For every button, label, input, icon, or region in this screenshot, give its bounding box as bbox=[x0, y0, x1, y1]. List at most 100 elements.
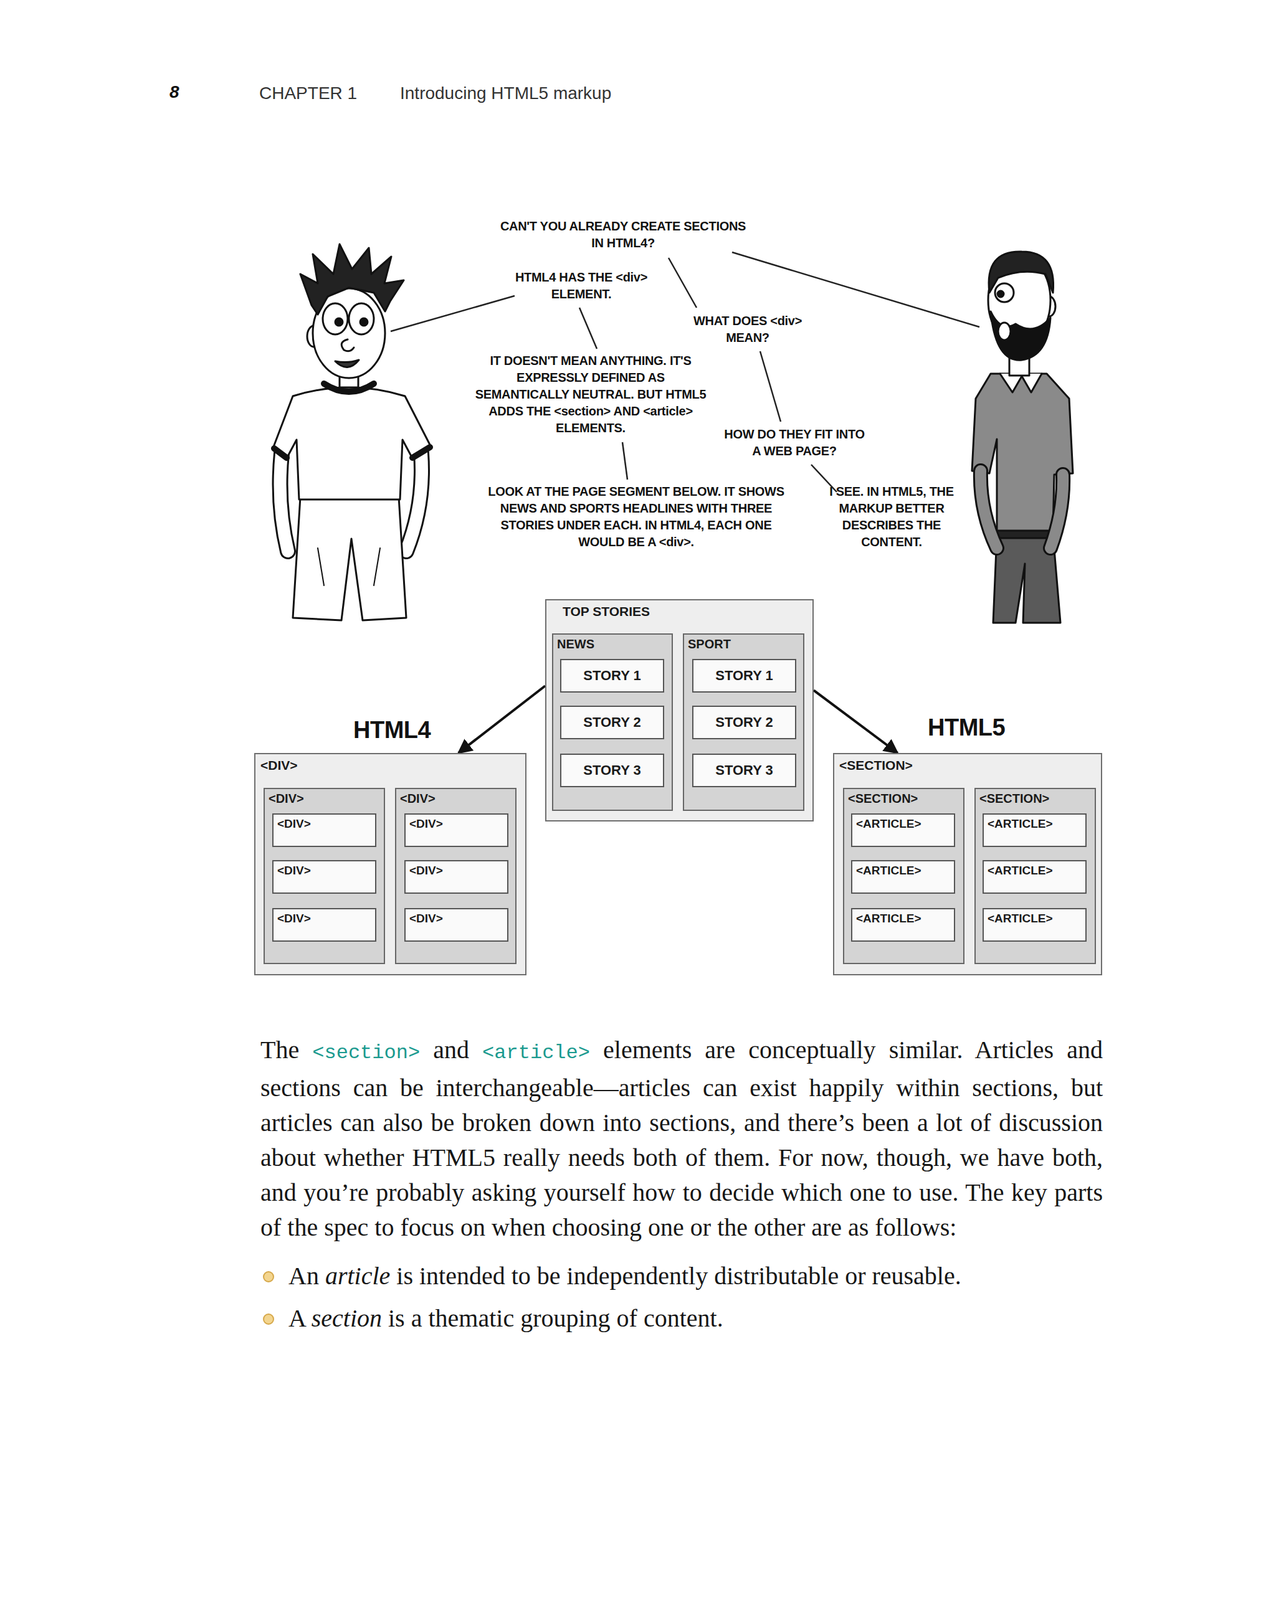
box-label: <ARTICLE> bbox=[987, 817, 1053, 832]
bullet-text: is a thematic grouping of content. bbox=[388, 1304, 724, 1333]
bullet-marker bbox=[261, 1270, 276, 1285]
box-label: STORY 1 bbox=[715, 667, 774, 684]
markup-heading: HTML4 bbox=[353, 717, 431, 745]
arm-fill bbox=[980, 471, 1063, 549]
mouth bbox=[335, 360, 359, 368]
box-label: SPORT bbox=[687, 637, 731, 652]
right-arm bbox=[406, 453, 422, 552]
story-box: STORY 3 bbox=[692, 753, 797, 788]
section-box: <SECTION> <ARTICLE> <ARTICLE> <ARTICLE> bbox=[842, 788, 965, 965]
section-box: SPORT STORY 1 STORY 2 STORY 3 bbox=[682, 633, 805, 812]
box-label: <ARTICLE> bbox=[856, 912, 922, 926]
container-box: HTML5<SECTION><SECTION><ARTICLE><ARTICLE… bbox=[833, 753, 1103, 976]
term-italic: section bbox=[311, 1304, 382, 1333]
leader-line bbox=[622, 442, 628, 480]
speech-text: I SEE. IN HTML5, THE MARKUP BETTER DESCR… bbox=[826, 483, 957, 551]
element-box: <DIV> bbox=[404, 813, 509, 848]
sleeve-cuff bbox=[274, 447, 430, 458]
bullet-dot bbox=[263, 1272, 274, 1283]
container-box: TOP STORIESNEWSSTORY 1STORY 2STORY 3SPOR… bbox=[545, 599, 814, 822]
element-box: <DIV> bbox=[272, 813, 377, 848]
eye bbox=[322, 303, 348, 335]
bullet-text: is intended to be independently distribu… bbox=[396, 1262, 961, 1291]
box-label: <SECTION> bbox=[847, 791, 918, 807]
element-box: <ARTICLE> bbox=[851, 813, 956, 848]
body-text: and bbox=[433, 1036, 470, 1065]
section-box: NEWSSTORY 1STORY 2STORY 3 bbox=[552, 633, 673, 812]
story-box: STORY 1 bbox=[692, 659, 797, 693]
body-text: elements are conceptually similar. Artic… bbox=[260, 1036, 1103, 1242]
leader-line bbox=[668, 257, 697, 308]
t-shirt bbox=[272, 387, 432, 500]
bullet-dot bbox=[263, 1314, 274, 1325]
box-label: <DIV> bbox=[277, 864, 311, 878]
element-box: <DIV> bbox=[404, 860, 509, 895]
speech-text: HOW DO THEY FIT INTO A WEB PAGE? bbox=[719, 426, 870, 460]
mouth bbox=[998, 322, 1011, 341]
section-box: <DIV> <DIV> <DIV> <DIV> bbox=[395, 788, 517, 965]
box-label: <ARTICLE> bbox=[856, 864, 922, 878]
code-term: <section> bbox=[312, 1041, 420, 1065]
pupil bbox=[997, 290, 1004, 298]
section-box: <DIV> <DIV> <DIV> <DIV> bbox=[263, 788, 386, 965]
arm bbox=[980, 471, 1063, 549]
bullet-text: A bbox=[288, 1304, 306, 1333]
code-term: <article> bbox=[482, 1041, 591, 1065]
speech-text: IT DOESN'T MEAN ANYTHING. IT'S EXPRESSLY… bbox=[472, 352, 710, 437]
element-box: <ARTICLE> bbox=[851, 860, 956, 895]
container-box: HTML4<DIV><DIV><DIV><DIV><DIV><DIV><DIV>… bbox=[254, 753, 527, 976]
chapter-title: Introducing HTML5 markup bbox=[399, 83, 612, 104]
bullet-text: An bbox=[288, 1262, 319, 1291]
markup-heading: HTML5 bbox=[927, 714, 1005, 743]
box-label: STORY 3 bbox=[715, 762, 774, 779]
box-label: <DIV> bbox=[409, 864, 443, 878]
box-label: STORY 3 bbox=[583, 762, 642, 779]
leader-line bbox=[390, 295, 515, 332]
bullet-marker bbox=[261, 1312, 276, 1327]
speech-text: WHAT DOES <div> MEAN? bbox=[691, 312, 804, 347]
element-box: <ARTICLE> bbox=[851, 908, 956, 943]
section-box: <SECTION> <ARTICLE> <ARTICLE> <ARTICLE> bbox=[974, 788, 1096, 965]
element-box: <ARTICLE> bbox=[982, 908, 1087, 943]
box-label: <DIV> bbox=[399, 791, 436, 807]
eye bbox=[995, 283, 1014, 303]
leader-line bbox=[579, 307, 597, 349]
box-label: <ARTICLE> bbox=[987, 864, 1053, 878]
right-arm-fill bbox=[406, 453, 422, 552]
beard bbox=[990, 311, 1051, 361]
box-label: <DIV> bbox=[409, 817, 443, 832]
story-box: STORY 3 bbox=[560, 753, 665, 788]
box-label: <DIV> bbox=[260, 758, 298, 774]
left-arm bbox=[280, 453, 288, 552]
connector-arrow bbox=[458, 685, 546, 754]
right-character bbox=[971, 251, 1073, 624]
box-label: STORY 2 bbox=[583, 714, 642, 731]
speech-text: LOOK AT THE PAGE SEGMENT BELOW. IT SHOWS… bbox=[477, 483, 796, 551]
page-number: 8 bbox=[169, 82, 180, 103]
box-label: <ARTICLE> bbox=[987, 912, 1053, 926]
bullet-item: A section is a thematic grouping of cont… bbox=[260, 1301, 1103, 1337]
box-label: <SECTION> bbox=[979, 791, 1050, 807]
speech-text: HTML4 HAS THE <div> ELEMENT. bbox=[506, 269, 657, 303]
body-paragraph: The <section> and <article> elements are… bbox=[260, 1033, 1103, 1246]
box-label: <DIV> bbox=[409, 912, 443, 926]
element-box: <DIV> bbox=[272, 908, 377, 943]
leader-lines bbox=[390, 252, 980, 493]
box-label: <DIV> bbox=[268, 791, 305, 807]
pants bbox=[292, 497, 407, 621]
body-text: The bbox=[260, 1036, 300, 1065]
element-box: <DIV> bbox=[272, 860, 377, 895]
chapter-label: CHAPTER 1 bbox=[259, 83, 358, 104]
nose bbox=[341, 339, 354, 352]
eye bbox=[348, 303, 374, 335]
pupil bbox=[335, 318, 343, 326]
story-box: STORY 2 bbox=[560, 705, 665, 740]
leader-line bbox=[760, 351, 781, 422]
box-label: <SECTION> bbox=[839, 758, 913, 774]
pupil bbox=[360, 318, 368, 326]
element-box: <ARTICLE> bbox=[982, 860, 1087, 895]
hair bbox=[300, 244, 404, 315]
story-box: STORY 2 bbox=[692, 705, 797, 740]
story-box: STORY 1 bbox=[560, 659, 665, 693]
